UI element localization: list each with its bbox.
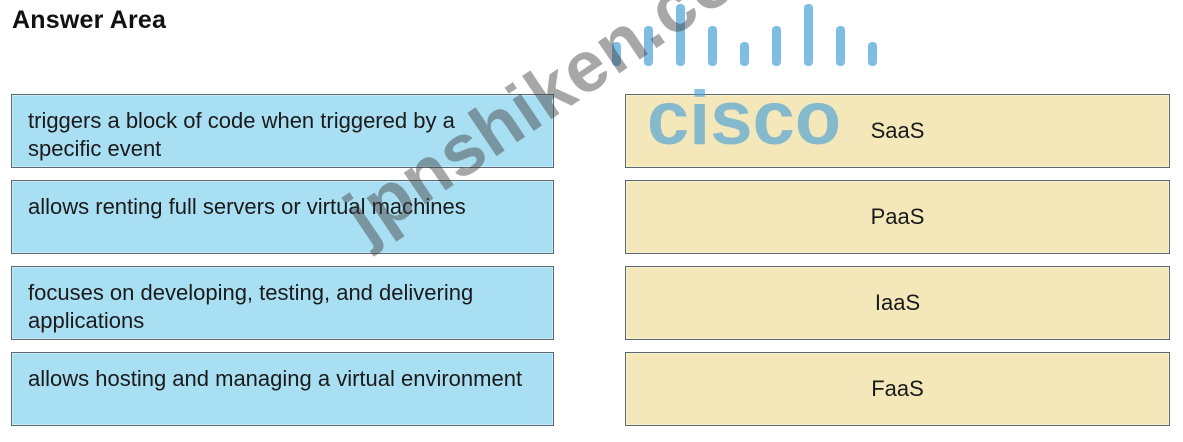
statement-text: allows renting full servers or virtual m…	[28, 194, 466, 219]
term-box-iaas[interactable]: IaaS	[625, 266, 1170, 340]
statement-box-1[interactable]: triggers a block of code when triggered …	[11, 94, 554, 168]
statement-text: triggers a block of code when triggered …	[28, 108, 455, 161]
statement-box-4[interactable]: allows hosting and managing a virtual en…	[11, 352, 554, 426]
statement-box-2[interactable]: allows renting full servers or virtual m…	[11, 180, 554, 254]
term-box-faas[interactable]: FaaS	[625, 352, 1170, 426]
statement-text: allows hosting and managing a virtual en…	[28, 366, 523, 391]
term-label: SaaS	[870, 118, 925, 143]
statement-text: focuses on developing, testing, and deli…	[28, 280, 474, 333]
term-label: IaaS	[874, 290, 921, 315]
term-box-saas[interactable]: SaaS	[625, 94, 1170, 168]
term-label: PaaS	[870, 204, 925, 229]
term-label: FaaS	[871, 376, 924, 401]
term-box-paas[interactable]: PaaS	[625, 180, 1170, 254]
statement-box-3[interactable]: focuses on developing, testing, and deli…	[11, 266, 554, 340]
answer-area-title: Answer Area	[12, 6, 167, 34]
